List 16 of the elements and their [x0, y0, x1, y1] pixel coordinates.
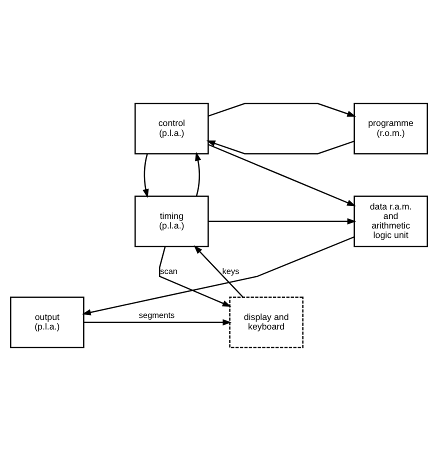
arrow: [82, 236, 354, 315]
arrow: [84, 318, 232, 325]
arrow: [195, 151, 202, 196]
node-box: control (p.l.a.): [134, 102, 209, 154]
arrow: [142, 153, 149, 198]
node-box: display and keyboard: [229, 296, 304, 348]
arrow: [208, 143, 356, 206]
arrow: [208, 218, 356, 224]
arrow: [194, 244, 244, 298]
arrow: [208, 102, 356, 116]
node-box: data r.a.m. and arithmetic logic unit: [354, 195, 428, 247]
node-box: programme (r.o.m.): [354, 102, 428, 154]
arrow: [158, 246, 232, 306]
arrow: [206, 140, 354, 154]
node-box: output (p.l.a.): [10, 296, 84, 348]
node-box: timing (p.l.a.): [134, 195, 209, 247]
